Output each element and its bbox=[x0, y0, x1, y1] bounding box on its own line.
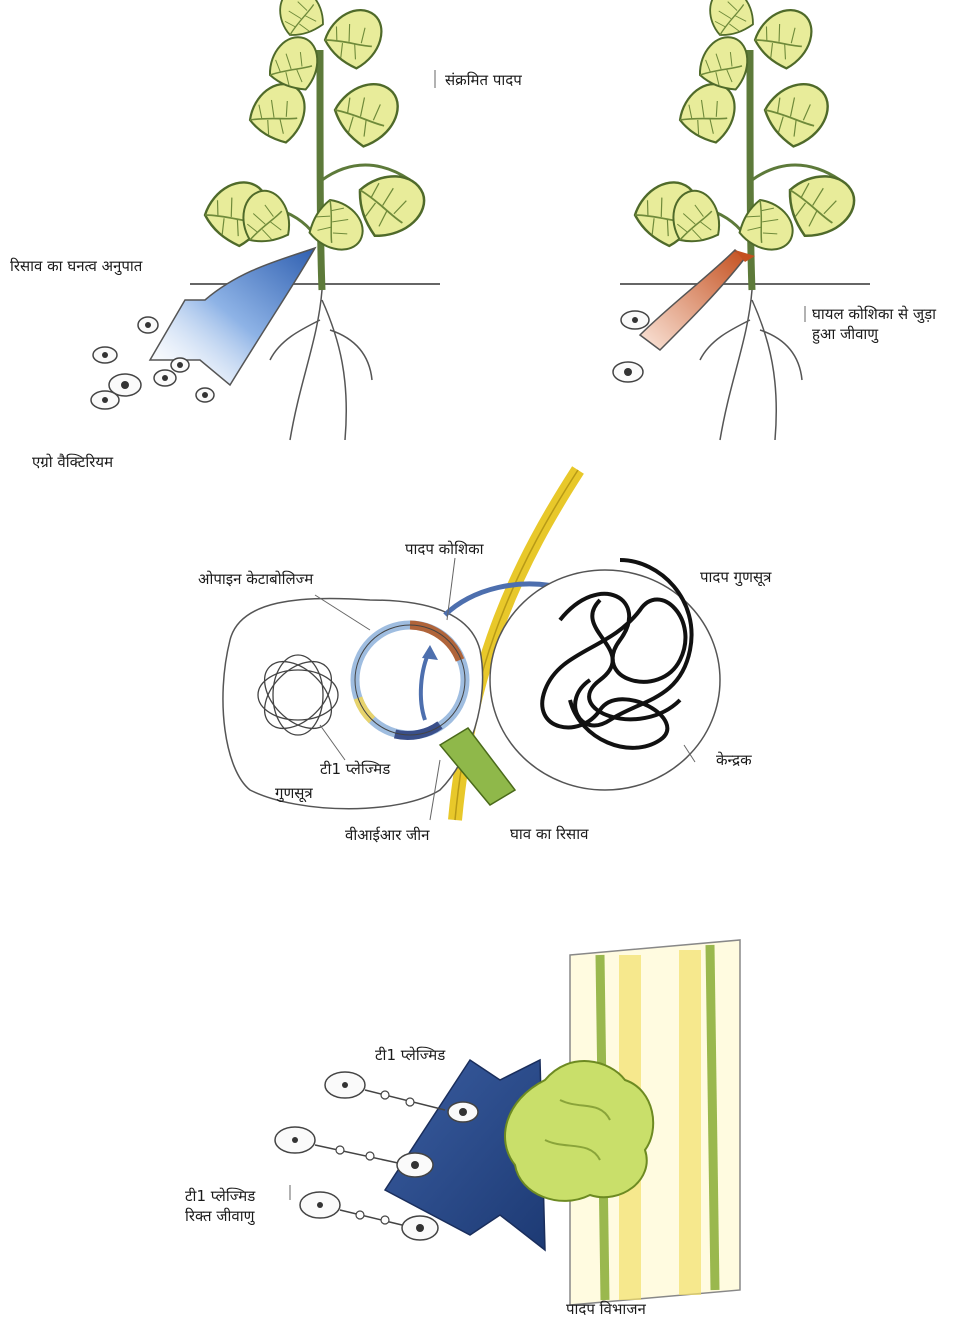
label-agrobacterium: एग्रो वैक्टिरियम bbox=[32, 453, 113, 472]
label-bacterium-attached-line1: घायल कोशिका से जुड़ा bbox=[812, 304, 936, 324]
label-plant-cell: पादप कोशिका bbox=[405, 540, 484, 559]
label-wound-exudate: घाव का रिसाव bbox=[510, 825, 588, 844]
label-exudate-gradient: रिसाव का घनत्व अनुपात bbox=[10, 257, 142, 276]
infected-plant-illustration bbox=[91, 0, 440, 440]
label-vir-gene: वीआईआर जीन bbox=[345, 826, 430, 845]
gall-formation-illustration bbox=[275, 940, 740, 1305]
label-chromosome: गुणसूत्र bbox=[275, 784, 313, 803]
plasmid-transfer-illustration bbox=[223, 470, 720, 820]
label-plant-chromosome: पादप गुणसूत्र bbox=[700, 568, 771, 587]
label-opine-catabolism: ओपाइन केटाबोलिज्म bbox=[198, 570, 313, 589]
label-ti-free-line1: टी1 प्लेज्मिड bbox=[185, 1186, 255, 1206]
label-ti-plasmid: टी1 प्लेज्मिड bbox=[320, 760, 390, 779]
label-ti-plasmid-bottom: टी1 प्लेज्मिड bbox=[375, 1046, 445, 1065]
label-nucleus: केन्द्रक bbox=[716, 751, 752, 770]
label-bacterium-attached-line2: हुआ जीवाणु bbox=[812, 324, 936, 344]
bacterium-attached-plant-illustration bbox=[613, 0, 870, 440]
label-bacterium-attached: घायल कोशिका से जुड़ा हुआ जीवाणु bbox=[812, 304, 936, 344]
label-infected-plant: संक्रमित पादप bbox=[445, 71, 522, 90]
label-plant-division: पादप विभाजन bbox=[566, 1300, 646, 1319]
label-ti-free-bacterium: टी1 प्लेज्मिड रिक्त जीवाणु bbox=[185, 1186, 255, 1226]
label-ti-free-line2: रिक्त जीवाणु bbox=[185, 1206, 255, 1226]
